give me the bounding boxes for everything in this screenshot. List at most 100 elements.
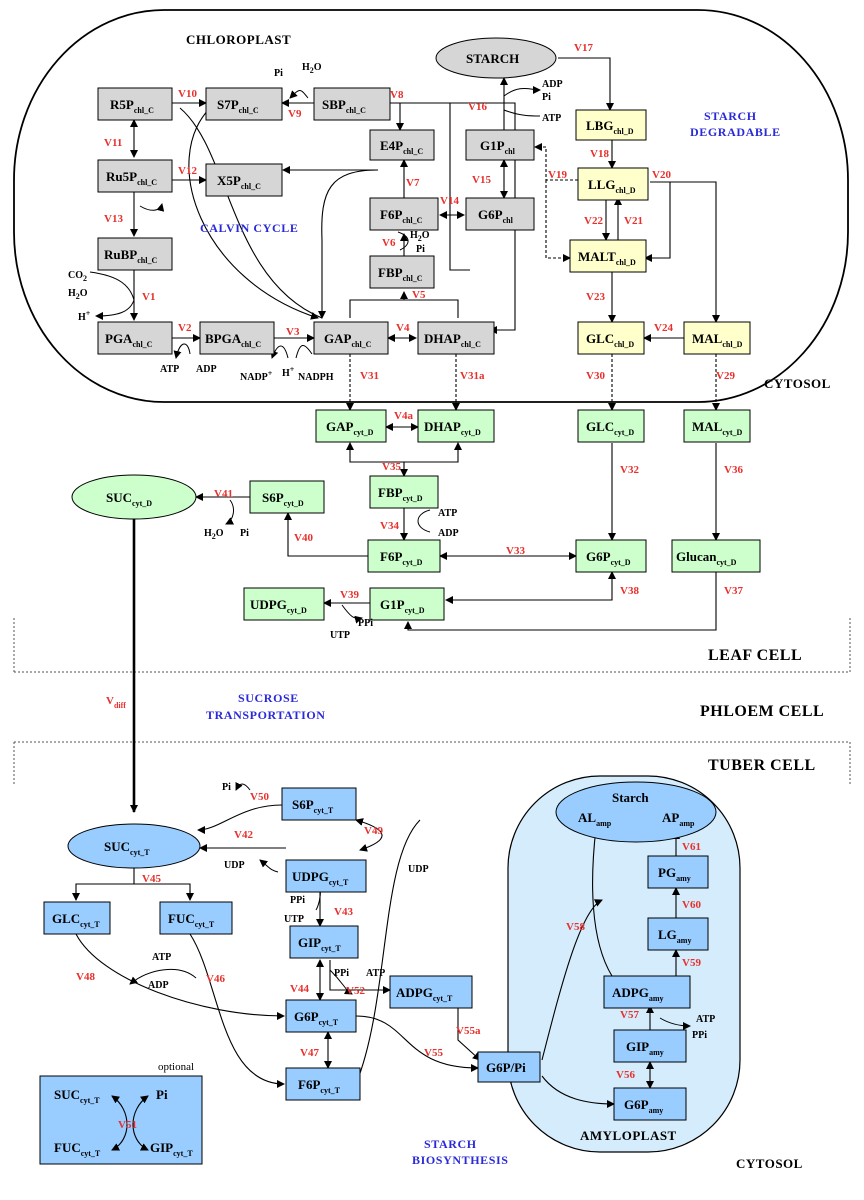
svg-text:V7: V7 bbox=[406, 177, 420, 189]
node-fbp-cyt-d[interactable] bbox=[369, 475, 439, 509]
svg-text:V52: V52 bbox=[346, 985, 365, 997]
node-e4p[interactable] bbox=[369, 129, 435, 161]
svg-text:GLCchl_D: GLCchl_D bbox=[586, 331, 634, 349]
node-lbg[interactable] bbox=[575, 109, 647, 141]
node-g1p-chl[interactable] bbox=[465, 129, 535, 161]
chloroplast-label: CHLOROPLAST bbox=[186, 32, 291, 47]
node-starch-chl[interactable] bbox=[435, 37, 557, 79]
node-gap-cyt-d[interactable] bbox=[315, 409, 387, 443]
svg-text:PPi: PPi bbox=[290, 895, 305, 906]
svg-text:G1Pchl: G1Pchl bbox=[480, 138, 516, 156]
svg-text:V4a: V4a bbox=[394, 410, 413, 422]
svg-text:V33: V33 bbox=[506, 545, 525, 557]
svg-text:V31a: V31a bbox=[460, 370, 485, 382]
svg-text:MALcyt_D: MALcyt_D bbox=[692, 419, 743, 437]
node-rubp[interactable] bbox=[97, 237, 173, 271]
node-bpga[interactable] bbox=[199, 321, 275, 355]
edge-v10-cross-2 bbox=[188, 107, 319, 320]
svg-text:SBPchl_C: SBPchl_C bbox=[322, 97, 366, 115]
svg-text:V40: V40 bbox=[294, 532, 313, 544]
node-dhap-chl[interactable] bbox=[417, 321, 495, 355]
svg-text:V44: V44 bbox=[290, 983, 309, 995]
tuber-cell-label: TUBER CELL bbox=[708, 757, 816, 774]
node-g6p-pi[interactable] bbox=[477, 1051, 541, 1083]
svg-text:GLCcyt_D: GLCcyt_D bbox=[586, 419, 634, 437]
svg-text:V36: V36 bbox=[724, 464, 743, 476]
node-f6p-chl[interactable] bbox=[369, 197, 439, 231]
svg-text:V59: V59 bbox=[682, 957, 701, 969]
node-dhap-cyt-d[interactable] bbox=[417, 409, 495, 443]
svg-text:V12: V12 bbox=[178, 165, 197, 177]
node-pga[interactable] bbox=[97, 321, 173, 355]
node-fbp-chl[interactable] bbox=[369, 255, 435, 289]
node-gip-amy[interactable] bbox=[613, 1029, 687, 1063]
node-lg-amy[interactable] bbox=[647, 917, 709, 951]
node-g6p-chl[interactable] bbox=[465, 197, 535, 231]
svg-text:UTP: UTP bbox=[284, 914, 304, 925]
node-s6p-cyt-t[interactable] bbox=[281, 787, 357, 821]
node-g6p-cyt-d[interactable] bbox=[575, 539, 647, 573]
node-glc-chl[interactable] bbox=[577, 321, 645, 355]
node-adpg-amy[interactable] bbox=[603, 975, 691, 1009]
svg-text:ADP: ADP bbox=[542, 79, 563, 90]
edge-v49-f6p bbox=[355, 819, 421, 1085]
optional-box bbox=[39, 1075, 203, 1165]
svg-text:SUCcyt_D: SUCcyt_D bbox=[106, 490, 152, 508]
svg-text:V19: V19 bbox=[548, 169, 567, 181]
svg-text:V38: V38 bbox=[620, 585, 639, 597]
node-s7p[interactable] bbox=[205, 87, 283, 121]
node-fuc-cyt-t[interactable] bbox=[159, 901, 233, 935]
svg-text:V50: V50 bbox=[250, 791, 269, 803]
node-r5p[interactable] bbox=[97, 87, 173, 121]
node-g6p-amy[interactable] bbox=[613, 1087, 687, 1121]
svg-text:Pi: Pi bbox=[416, 244, 425, 255]
node-g6p-cyt-t[interactable] bbox=[285, 999, 357, 1033]
svg-text:ADP: ADP bbox=[148, 980, 169, 991]
node-g1p-cyt-d[interactable] bbox=[369, 587, 445, 621]
node-starch-amy[interactable] bbox=[555, 781, 717, 843]
svg-text:SUCcyt_T: SUCcyt_T bbox=[104, 839, 150, 857]
edge-v7-gap bbox=[318, 169, 379, 319]
node-ru5p[interactable] bbox=[97, 159, 173, 193]
svg-text:S7Pchl_C: S7Pchl_C bbox=[217, 97, 259, 115]
node-mal-cyt-d[interactable] bbox=[683, 409, 751, 443]
svg-text:BPGAchl_C: BPGAchl_C bbox=[205, 331, 261, 349]
node-suc-cyt-d[interactable] bbox=[71, 474, 197, 520]
node-glucan-cyt-d[interactable] bbox=[671, 539, 761, 573]
starch-biosynthesis-label-1: STARCH bbox=[424, 1137, 477, 1151]
edge-v46 bbox=[189, 933, 285, 1088]
node-x5p[interactable] bbox=[205, 163, 283, 197]
node-glc-cyt-d[interactable] bbox=[577, 409, 645, 443]
svg-text:ATP: ATP bbox=[152, 952, 171, 963]
node-malt[interactable] bbox=[569, 239, 647, 273]
svg-text:H2O: H2O bbox=[68, 288, 88, 301]
node-adpg-cyt-t[interactable] bbox=[389, 975, 473, 1009]
node-suc-cyt-t[interactable] bbox=[67, 823, 201, 869]
svg-text:G6Pamy: G6Pamy bbox=[624, 1097, 663, 1115]
node-glc-cyt-t[interactable] bbox=[43, 901, 111, 935]
node-sbp[interactable] bbox=[313, 87, 391, 121]
svg-text:PGamy: PGamy bbox=[658, 865, 691, 883]
node-s6p-cyt-d[interactable] bbox=[249, 480, 325, 514]
node-llg[interactable] bbox=[577, 167, 649, 201]
svg-text:R5Pchl_C: R5Pchl_C bbox=[110, 97, 154, 115]
edge-v37 bbox=[404, 572, 717, 631]
node-udpg-cyt-d[interactable] bbox=[243, 587, 325, 621]
node-gip-cyt-t[interactable] bbox=[289, 925, 359, 959]
svg-text:ADPGcyt_T: ADPGcyt_T bbox=[396, 985, 453, 1003]
svg-text:V17: V17 bbox=[574, 42, 593, 54]
svg-text:LBGchl_D: LBGchl_D bbox=[586, 118, 634, 136]
node-mal-chl[interactable] bbox=[683, 321, 751, 355]
node-pg-amy[interactable] bbox=[647, 855, 709, 889]
svg-text:Starch: Starch bbox=[612, 790, 649, 805]
node-udpg-cyt-t[interactable] bbox=[285, 859, 367, 893]
node-f6p-cyt-t[interactable] bbox=[285, 1067, 361, 1101]
svg-text:V9: V9 bbox=[288, 108, 302, 120]
node-gap-chl[interactable] bbox=[313, 321, 389, 355]
svg-text:PGAchl_C: PGAchl_C bbox=[105, 331, 153, 349]
svg-text:V10: V10 bbox=[178, 88, 197, 100]
node-f6p-cyt-d[interactable] bbox=[367, 539, 441, 573]
svg-text:V42: V42 bbox=[234, 829, 253, 841]
svg-text:V47: V47 bbox=[300, 1047, 319, 1059]
